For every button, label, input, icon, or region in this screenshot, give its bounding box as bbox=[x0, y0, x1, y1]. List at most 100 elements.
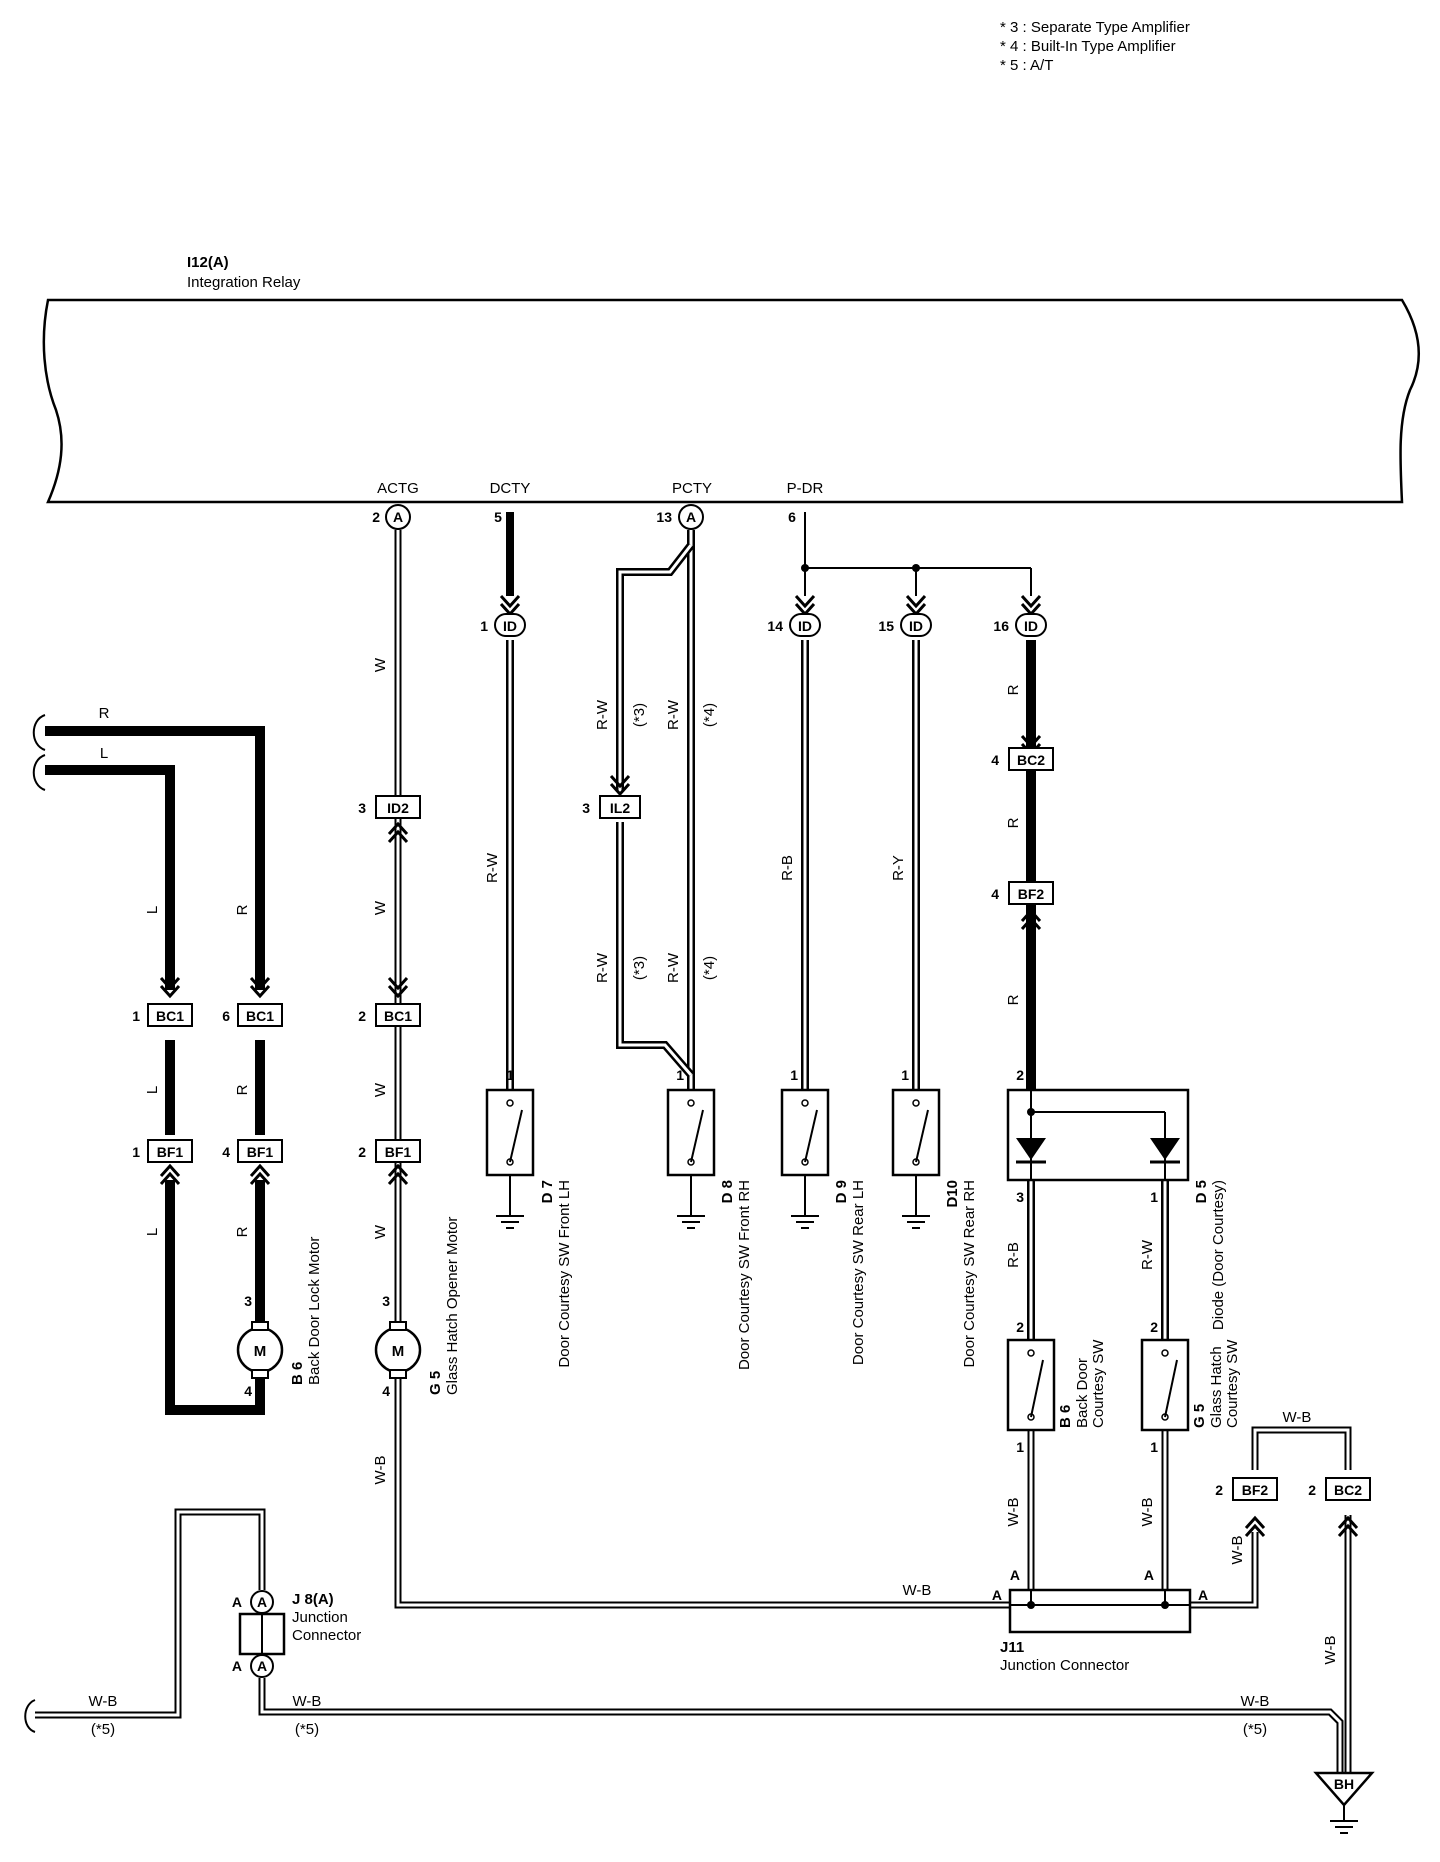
connector-bf1: BF1 bbox=[157, 1144, 184, 1160]
j11-code: J11 bbox=[1000, 1639, 1024, 1656]
connector-bc2: BC2 bbox=[1334, 1482, 1362, 1498]
g5-switch-name: Courtesy SW bbox=[1224, 1339, 1241, 1428]
pin-pcty: 13 bbox=[656, 509, 672, 525]
pin-label: 1 bbox=[901, 1067, 909, 1083]
box-connectors: ID2 3 IL2 3 BC2 4 BF2 4 BC1 1 BC1 6 BC1 … bbox=[132, 747, 1371, 1501]
g5-motor-code: G 5 bbox=[427, 1371, 444, 1395]
wire-label: W-B bbox=[1005, 1498, 1022, 1527]
note-5: * 5 : A/T bbox=[1000, 57, 1053, 74]
pin-label: 16 bbox=[993, 618, 1009, 634]
b6-motor-code: B 6 bbox=[289, 1362, 306, 1385]
note-3: * 3 : Separate Type Amplifier bbox=[1000, 19, 1190, 36]
id-connectors: ID 1 ID 14 ID 15 ID 16 bbox=[480, 613, 1047, 637]
note-ref: (*3) bbox=[631, 703, 648, 727]
wire-l bbox=[45, 765, 175, 990]
pin-label: 1 bbox=[790, 1067, 798, 1083]
d7-code: D 7 bbox=[539, 1180, 556, 1203]
j8-code: J 8(A) bbox=[292, 1591, 334, 1608]
ground-bh-icon: BH bbox=[1313, 1771, 1375, 1834]
integration-relay: I12(A) Integration Relay ACTG DCTY PCTY … bbox=[42, 254, 1421, 504]
j11-junction-icon: A A A A bbox=[992, 1567, 1208, 1634]
pin-label: 2 bbox=[1016, 1319, 1024, 1335]
pin-label: 1 bbox=[676, 1067, 684, 1083]
pin-label: 2 bbox=[1308, 1482, 1316, 1498]
pin-label: 2 bbox=[1150, 1319, 1158, 1335]
wire-label: R-W bbox=[594, 952, 611, 983]
d10-name: Door Courtesy SW Rear RH bbox=[961, 1180, 978, 1368]
pin-label: 4 bbox=[222, 1144, 230, 1160]
b6-switch-name: Courtesy SW bbox=[1090, 1339, 1107, 1428]
door-courtesy-switches: 1 1 1 1 bbox=[485, 1067, 941, 1229]
connector-id: ID bbox=[503, 618, 517, 634]
connector-bc1: BC1 bbox=[156, 1008, 184, 1024]
d7-name: Door Courtesy SW Front LH bbox=[556, 1180, 573, 1368]
note-ref: (*5) bbox=[1243, 1721, 1267, 1738]
pin-label: 4 bbox=[991, 886, 999, 902]
pin-label: 3 bbox=[582, 800, 590, 816]
connector-id: ID bbox=[798, 618, 812, 634]
motor-symbol: M bbox=[254, 1343, 267, 1360]
wire-label: R bbox=[99, 705, 110, 722]
connector-bc1: BC1 bbox=[384, 1008, 412, 1024]
relay-pins: 2 A 5 13 A 6 bbox=[372, 504, 796, 530]
wire-wb bbox=[1251, 1426, 1352, 1470]
wire-labels-horizontal: R L W-B W-B W-B (*5) W-B (*5) W-B (*5) bbox=[89, 705, 1312, 1738]
j8-name: Junction bbox=[292, 1609, 348, 1626]
connector-id: ID bbox=[1024, 618, 1038, 634]
pin-label: 3 bbox=[358, 800, 366, 816]
pin-label: 2 bbox=[358, 1144, 366, 1160]
pin-label: 3 bbox=[1016, 1189, 1024, 1205]
switch-d10-icon bbox=[891, 1088, 941, 1229]
switch-b6-icon bbox=[1006, 1338, 1056, 1432]
switch-g5-icon bbox=[1140, 1338, 1190, 1432]
g5-switch-code: G 5 bbox=[1191, 1404, 1208, 1428]
b6-switch-name: Back Door bbox=[1074, 1358, 1091, 1428]
wire-label: R-B bbox=[1005, 1242, 1022, 1268]
wire-label: R-W bbox=[665, 699, 682, 730]
wire-wb bbox=[258, 1678, 1344, 1773]
pin-label: A bbox=[232, 1594, 242, 1610]
pin-label: A bbox=[1010, 1567, 1020, 1583]
d5-name: Diode (Door Courtesy) bbox=[1210, 1180, 1227, 1330]
terminal-pcty: PCTY bbox=[672, 480, 712, 497]
pin-label: 15 bbox=[878, 618, 894, 634]
wire-label: R bbox=[234, 904, 251, 915]
switch-d8-icon bbox=[666, 1088, 716, 1229]
wire-label: W bbox=[372, 1082, 389, 1097]
wire-rw bbox=[616, 542, 695, 790]
pin-label: 1 bbox=[506, 1067, 514, 1083]
pin-label: 2 bbox=[358, 1008, 366, 1024]
wire-label: W-B bbox=[89, 1693, 118, 1710]
wire-label: R-B bbox=[779, 855, 796, 881]
connector-bf1: BF1 bbox=[247, 1144, 274, 1160]
d9-name: Door Courtesy SW Rear LH bbox=[850, 1180, 867, 1365]
motors: M M 3 4 3 4 bbox=[236, 1293, 422, 1399]
d9-code: D 9 bbox=[833, 1180, 850, 1203]
d5-code: D 5 bbox=[1193, 1180, 1210, 1203]
pin-label: 1 bbox=[1150, 1189, 1158, 1205]
wire-label: W bbox=[372, 1224, 389, 1239]
pin-label: 1 bbox=[1016, 1439, 1024, 1455]
wires bbox=[24, 512, 1352, 1773]
note-ref: (*5) bbox=[91, 1721, 115, 1738]
terminal-dcty: DCTY bbox=[490, 480, 531, 497]
b6-switch-code: B 6 bbox=[1057, 1405, 1074, 1428]
pin-label: 4 bbox=[991, 752, 999, 768]
connector-id: ID bbox=[909, 618, 923, 634]
pin-label: 4 bbox=[244, 1383, 252, 1399]
connector-bf2: BF2 bbox=[1242, 1482, 1269, 1498]
wire-label: L bbox=[144, 1086, 161, 1094]
pin-label: 6 bbox=[222, 1008, 230, 1024]
pin-label: 3 bbox=[382, 1293, 390, 1309]
connector-bc1: BC1 bbox=[246, 1008, 274, 1024]
j8-name: Connector bbox=[292, 1627, 361, 1644]
terminal-actg: ACTG bbox=[377, 480, 419, 497]
connector-bc2: BC2 bbox=[1017, 752, 1045, 768]
connector-bf1: BF1 bbox=[385, 1144, 412, 1160]
d8-code: D 8 bbox=[719, 1180, 736, 1203]
wire-label: R bbox=[234, 1084, 251, 1095]
pin-label: 2 bbox=[1215, 1482, 1223, 1498]
wire-label: R-W bbox=[484, 852, 501, 883]
wire-label: R bbox=[1005, 817, 1022, 828]
